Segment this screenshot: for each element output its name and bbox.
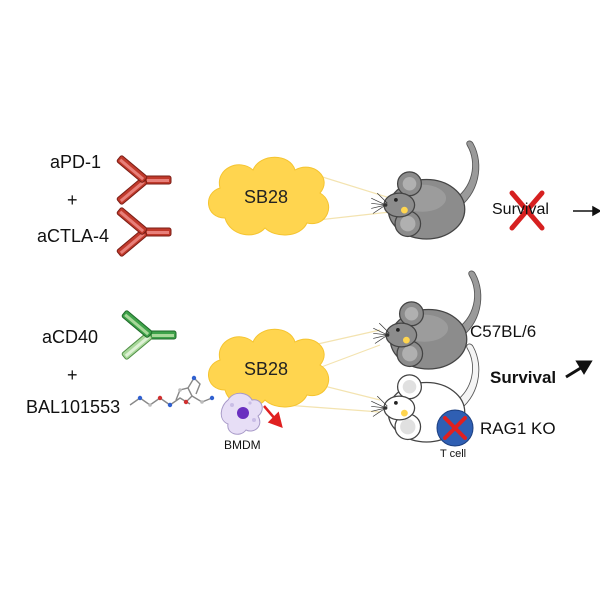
molecule-icon: [129, 375, 215, 408]
drug-label-apd1: aPD-1: [50, 152, 102, 172]
plus-sign: +: [67, 365, 78, 385]
arrow-icon: [565, 360, 593, 379]
antibody-icon: [115, 206, 172, 258]
survival-label: Survival: [492, 201, 549, 218]
drug-label-bal101553: BAL101553: [26, 397, 121, 417]
tcell-label: T cell: [440, 448, 467, 460]
arrow-icon: [263, 405, 283, 428]
antibody-icon: [120, 309, 177, 361]
mouse-strain-label: RAG1 KO: [480, 419, 556, 438]
tcell-icon: [436, 409, 474, 447]
drug-label-acd40: aCD40: [42, 327, 99, 347]
drug-label-actla4: aCTLA-4: [37, 226, 110, 246]
survival-label: Survival: [490, 368, 557, 387]
plus-sign: +: [67, 190, 78, 210]
macrophage-icon: [220, 392, 263, 435]
tumor-label: SB28: [244, 359, 289, 379]
cross-icon: [509, 190, 545, 231]
arrow-icon: [573, 205, 600, 217]
bmdm-label: BMDM: [224, 438, 261, 452]
mouse-icon: [372, 270, 482, 370]
antibody-icon: [115, 154, 172, 206]
tumor-label: SB28: [244, 187, 289, 207]
mouse-icon: [370, 140, 480, 240]
mouse-strain-label: C57BL/6: [470, 322, 537, 341]
